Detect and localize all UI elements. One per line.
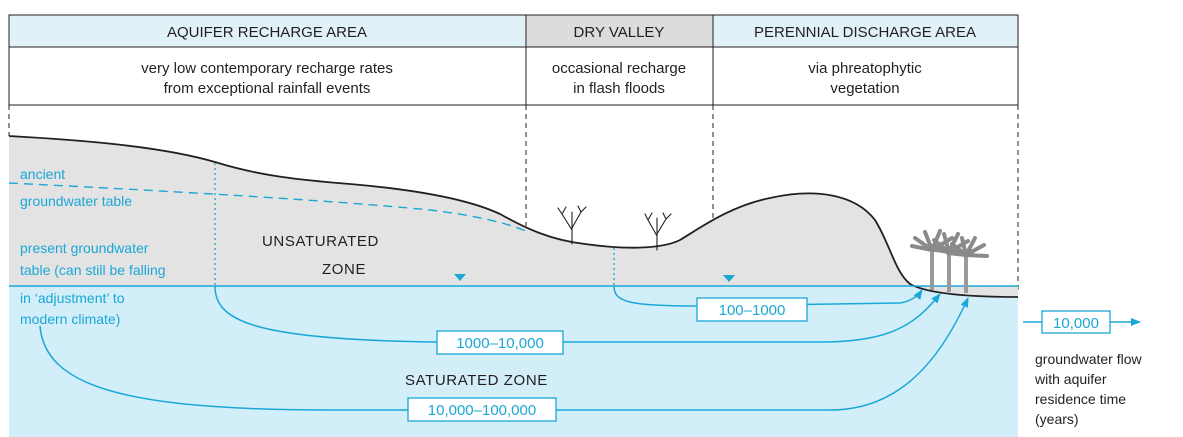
legend: 10,000 groundwater flow with aquifer res… xyxy=(1023,310,1143,427)
unsaturated-zone-label-line2: ZONE xyxy=(322,261,366,278)
dry-valley-description-line1: occasional recharge xyxy=(552,60,686,77)
residence-box-short xyxy=(696,297,808,322)
saturated-zone-label: SATURATED ZONE xyxy=(405,372,548,389)
ancient-table-label-line2: groundwater table xyxy=(20,193,132,209)
dry-valley-description-line2: in flash floods xyxy=(573,80,665,97)
residence-box-long xyxy=(407,397,557,422)
legend-text-line3: residence time xyxy=(1035,391,1126,407)
palm-tree-icon xyxy=(946,236,989,293)
unsaturated-zone xyxy=(9,136,1018,297)
dry-shrub-icon xyxy=(557,205,587,245)
dry-shrub-icon xyxy=(644,212,672,251)
residence-time-short: 100–1000 xyxy=(719,302,786,319)
present-table-label-line2: table (can still be falling xyxy=(20,262,166,278)
header-row: AQUIFER RECHARGE AREA DRY VALLEY PERENNI… xyxy=(8,14,1019,48)
recharge-description-line2: from exceptional rainfall events xyxy=(164,80,371,97)
flow-path-medium xyxy=(214,285,941,343)
header-discharge-cell xyxy=(712,14,1019,48)
residence-box-medium xyxy=(436,330,564,355)
description-table-frame xyxy=(8,46,1019,106)
legend-text-line2: with aquifer xyxy=(1034,371,1107,387)
present-table-label-line4: modern climate) xyxy=(20,311,120,327)
residence-time-long: 10,000–100,000 xyxy=(428,402,536,419)
header-discharge-area: PERENNIAL DISCHARGE AREA xyxy=(754,24,976,41)
flow-path-long xyxy=(39,297,969,411)
column-guides xyxy=(8,105,1019,292)
unsaturated-zone-label-line1: UNSATURATED xyxy=(262,233,379,250)
header-dry-valley-cell xyxy=(525,14,714,48)
present-table-label-line3: in ‘adjustment’ to xyxy=(20,290,125,306)
legend-text-line4: (years) xyxy=(1035,411,1079,427)
water-table-marker xyxy=(723,275,735,282)
description-row: very low contemporary recharge rates fro… xyxy=(8,46,1019,106)
recharge-description-line1: very low contemporary recharge rates xyxy=(141,60,393,77)
header-recharge-area: AQUIFER RECHARGE AREA xyxy=(167,24,367,41)
discharge-description-line1: via phreatophytic xyxy=(808,60,922,77)
residence-time-medium: 1000–10,000 xyxy=(456,335,544,352)
legend-text-line1: groundwater flow xyxy=(1035,351,1143,367)
present-table-label-line1: present groundwater xyxy=(20,240,149,256)
legend-box-value: 10,000 xyxy=(1053,315,1099,332)
header-dry-valley: DRY VALLEY xyxy=(574,24,665,41)
ancient-table-label-line1: ancient xyxy=(20,166,65,182)
discharge-description-line2: vegetation xyxy=(830,80,899,97)
ancient-groundwater-table xyxy=(8,182,529,233)
ground-surface xyxy=(8,135,1019,298)
water-table-marker xyxy=(454,274,466,281)
header-recharge-cell xyxy=(8,14,527,48)
